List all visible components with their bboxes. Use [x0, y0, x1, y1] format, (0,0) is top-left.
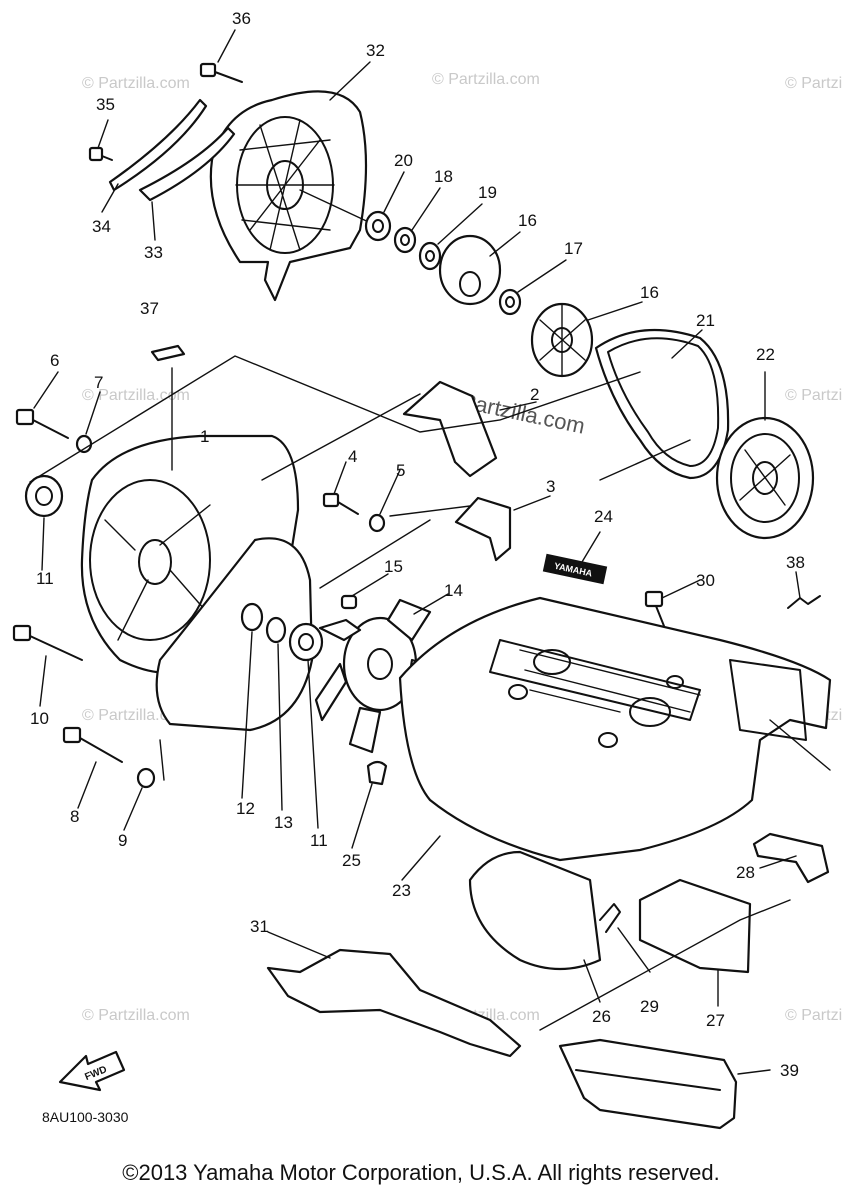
part-belt-21	[594, 328, 730, 480]
part-code: 8AU100-3030	[42, 1109, 129, 1125]
watermark: © Partzilla.com	[785, 1007, 842, 1024]
part-clip-29	[599, 903, 621, 933]
callout-30: 30	[696, 571, 715, 590]
callout-31: 31	[250, 917, 269, 936]
part-bolt-10	[12, 624, 83, 661]
reference-lines	[29, 355, 831, 1031]
callout-5: 5	[396, 461, 405, 480]
callout-14: 14	[444, 581, 463, 600]
callout-24: 24	[594, 507, 613, 526]
callout-numbers: 36 35 34 33 32 20 18 19 16 17 16 21 22 3…	[30, 9, 805, 1080]
callout-38: 38	[786, 553, 805, 572]
callout-3: 3	[546, 477, 555, 496]
callout-34: 34	[92, 217, 111, 236]
callout-25: 25	[342, 851, 361, 870]
callout-4: 4	[348, 447, 357, 466]
part-shroud-23	[398, 596, 832, 862]
part-deflector-26	[468, 850, 602, 971]
callout-12: 12	[236, 799, 255, 818]
part-circlip-12	[240, 602, 264, 632]
callout-33: 33	[144, 243, 163, 262]
part-duct-2	[402, 380, 498, 478]
watermark: © Partzilla.com	[432, 71, 540, 88]
callout-29: 29	[640, 997, 659, 1016]
part-cap-25	[366, 760, 388, 786]
part-screw-35	[88, 146, 113, 162]
part-washer-9	[136, 767, 156, 789]
part-bracket-33	[138, 126, 236, 202]
part-pulley-half-16a	[438, 234, 502, 306]
part-clip-38	[787, 595, 821, 609]
callout-16-b: 16	[640, 283, 659, 302]
callout-37: 37	[140, 299, 159, 318]
callout-22: 22	[756, 345, 775, 364]
callout-11: 11	[36, 569, 54, 588]
callout-28: 28	[736, 863, 755, 882]
callout-19: 19	[478, 183, 497, 202]
part-bolt-4	[322, 492, 359, 515]
part-badge-24: YAMAHA	[542, 553, 608, 585]
part-pulley-22	[715, 416, 815, 540]
callout-23: 23	[392, 881, 411, 900]
part-pad-27	[638, 878, 752, 974]
callout-39: 39	[780, 1061, 799, 1080]
part-bolt-30	[644, 590, 665, 627]
callout-32: 32	[366, 41, 385, 60]
callout-21: 21	[696, 311, 715, 330]
watermark: © Partzilla.com	[82, 75, 190, 92]
part-washer-19	[418, 241, 442, 271]
callout-9: 9	[118, 831, 127, 850]
part-pulley-half-16b	[530, 302, 594, 378]
part-screw-36	[199, 62, 243, 83]
part-collar-20	[364, 210, 392, 242]
callout-18: 18	[434, 167, 453, 186]
part-spacer-17	[498, 288, 522, 316]
watermark: © Partzilla.com	[785, 387, 842, 404]
part-bearing-11a	[24, 474, 64, 518]
part-bearing-11b	[288, 622, 324, 662]
callout-17: 17	[564, 239, 583, 258]
callout-35: 35	[96, 95, 115, 114]
callout-6: 6	[50, 351, 59, 370]
callout-20: 20	[394, 151, 413, 170]
part-washer-13	[265, 616, 287, 644]
callout-8: 8	[70, 807, 79, 826]
watermark: © Partzilla.com	[82, 1007, 190, 1024]
part-bracket-34	[108, 98, 208, 192]
part-washer-5	[368, 513, 386, 533]
callout-27: 27	[706, 1011, 725, 1030]
part-backplate	[155, 537, 314, 732]
fwd-arrow-icon: FWD	[58, 1050, 126, 1092]
callout-2: 2	[530, 385, 539, 404]
callout-1: 1	[200, 427, 209, 446]
part-bolt-8	[62, 726, 123, 763]
part-key-15	[340, 594, 358, 610]
callout-13: 13	[274, 813, 293, 832]
callout-7: 7	[94, 373, 103, 392]
callout-16: 16	[518, 211, 537, 230]
part-washer-18	[393, 226, 417, 254]
callout-10: 10	[30, 709, 49, 728]
part-bolt-6	[15, 408, 69, 439]
part-plate-31	[266, 948, 522, 1058]
callout-15: 15	[384, 557, 403, 576]
part-fan-cover-32	[209, 90, 376, 302]
part-duct-39	[558, 1038, 738, 1130]
callout-leaders	[33, 29, 801, 1075]
part-label-37	[150, 344, 186, 362]
callout-11-b: 11	[310, 831, 328, 850]
callout-26: 26	[592, 1007, 611, 1026]
copyright-footer: ©2013 Yamaha Motor Corporation, U.S.A. A…	[122, 1160, 720, 1185]
part-clip-3	[454, 496, 512, 562]
watermark: © Partzilla.com	[785, 75, 842, 92]
callout-36: 36	[232, 9, 251, 28]
